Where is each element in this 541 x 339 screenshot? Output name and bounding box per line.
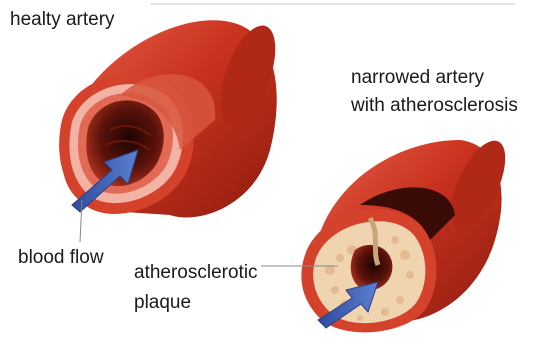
blood-flow-label: blood flow — [18, 245, 104, 270]
narrowed-artery-label: narrowed artery with atherosclerosis — [351, 65, 518, 118]
plaque-label: atherosclerotic plaque — [134, 260, 261, 315]
narrowed-artery — [301, 133, 516, 332]
plaque-label-line2: plaque — [134, 290, 261, 315]
narrowed-artery-label-line1: narrowed artery — [351, 65, 518, 90]
plaque-label-line1: atherosclerotic — [134, 260, 261, 285]
healthy-artery-label: healty artery — [10, 7, 115, 32]
narrowed-artery-label-line2: with atherosclerosis — [351, 93, 518, 118]
